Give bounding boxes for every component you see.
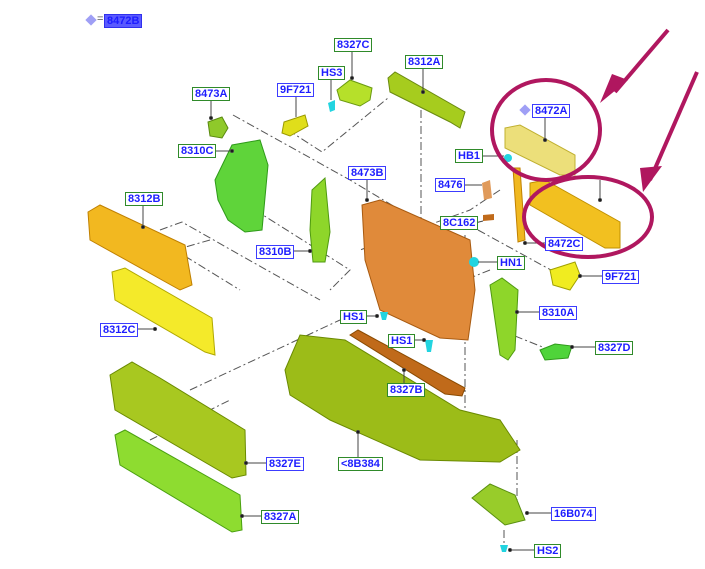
part-8310C [214, 139, 269, 233]
callout-8312B[interactable]: 8312B [125, 192, 164, 206]
callout-9F721[interactable]: 9F721 [277, 83, 315, 97]
callout-8310A[interactable]: 8310A [539, 306, 578, 320]
part-HS1-b [425, 340, 433, 352]
callout-HN1[interactable]: HN1 [497, 256, 526, 270]
callout-8327E[interactable]: 8327E [266, 457, 304, 471]
callout-8327A[interactable]: 8327A [261, 510, 300, 524]
part-8B384 [284, 334, 521, 463]
callout-16B074[interactable]: 16B074 [551, 507, 596, 521]
callout-8312A[interactable]: 8312A [405, 55, 444, 69]
callout-8310B[interactable]: 8310B [256, 245, 295, 259]
part-HS3 [328, 100, 335, 112]
part-8327E [109, 361, 247, 479]
part-8327A [114, 429, 243, 533]
callout-8472C[interactable]: 8472C [545, 237, 584, 251]
part-8312C [111, 267, 216, 356]
legend-label[interactable]: 8472B [104, 14, 143, 28]
part-8327B [349, 329, 466, 397]
callout-8476[interactable]: 8476 [435, 178, 466, 192]
part-HS1-a [380, 312, 388, 320]
part-8C162 [483, 214, 494, 221]
part-8310A [489, 277, 519, 361]
part-8312A [387, 71, 466, 129]
part-8327C [336, 79, 373, 107]
callout-HB1[interactable]: HB1 [455, 149, 484, 163]
arrow-head-2 [640, 166, 662, 192]
callout-8327D[interactable]: 8327D [595, 341, 634, 355]
arrow-head-1 [600, 74, 628, 103]
callout-8327C[interactable]: 8327C [334, 38, 373, 52]
callout-HS1[interactable]: HS1 [340, 310, 368, 324]
part-HB1 [504, 154, 512, 162]
part-HS2 [500, 545, 508, 552]
part-8312B [87, 204, 193, 291]
legend-equals: = [97, 13, 104, 25]
callout-8472A[interactable]: 8472A [532, 104, 571, 118]
part-8327D [539, 343, 573, 361]
callout-8312C[interactable]: 8312C [100, 323, 139, 337]
callout-HS3[interactable]: HS3 [318, 66, 346, 80]
part-HN1 [469, 257, 479, 267]
part-8476 [482, 180, 492, 200]
part-8473A [207, 116, 229, 139]
arrow-shaft-2 [648, 71, 699, 181]
callout-8327B[interactable]: 8327B [387, 383, 426, 397]
callout-HS2[interactable]: HS2 [534, 544, 562, 558]
part-9F721-right [549, 261, 581, 291]
part-16B074 [471, 483, 526, 526]
callout-8310C[interactable]: 8310C [178, 144, 217, 158]
callout-8C162[interactable]: 8C162 [440, 216, 479, 230]
callout-8B384[interactable]: <8B384 [338, 457, 383, 471]
callout-8473A[interactable]: 8473A [192, 87, 231, 101]
highlight-circle-8472C [522, 175, 654, 259]
part-9F721-top [281, 114, 309, 137]
part-8473B [361, 199, 476, 341]
part-8310B [309, 176, 331, 263]
callout-9F721-right[interactable]: 9F721 [602, 270, 640, 284]
callout-HS1-lower[interactable]: HS1 [388, 334, 416, 348]
part-8472A [504, 124, 576, 176]
callout-8473B[interactable]: 8473B [348, 166, 387, 180]
part-8472C-bracket [512, 167, 526, 243]
highlight-circle-8472A [490, 78, 602, 182]
